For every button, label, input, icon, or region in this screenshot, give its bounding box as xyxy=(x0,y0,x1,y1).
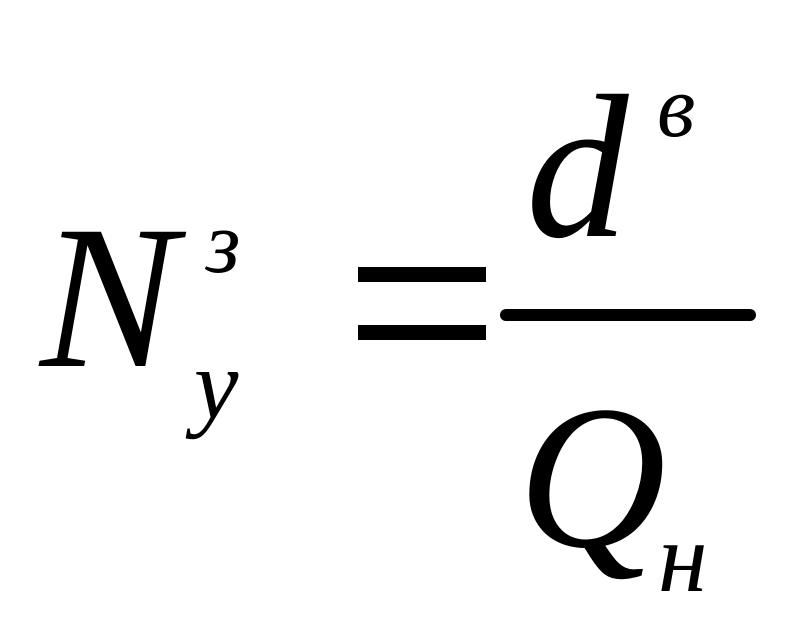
lhs-base-symbol: N xyxy=(40,184,177,411)
numerator-superscript: в xyxy=(657,59,696,156)
equals-sign-top-bar xyxy=(358,267,486,282)
equals-sign-bottom-bar xyxy=(358,325,486,340)
lhs-superscript: з xyxy=(206,195,241,292)
numerator-base-symbol: d xyxy=(526,54,629,281)
fraction-bar xyxy=(500,309,756,321)
lhs-subscript: у xyxy=(194,329,239,440)
denominator-subscript: н xyxy=(658,502,708,613)
denominator-base-symbol: Q xyxy=(518,364,667,591)
